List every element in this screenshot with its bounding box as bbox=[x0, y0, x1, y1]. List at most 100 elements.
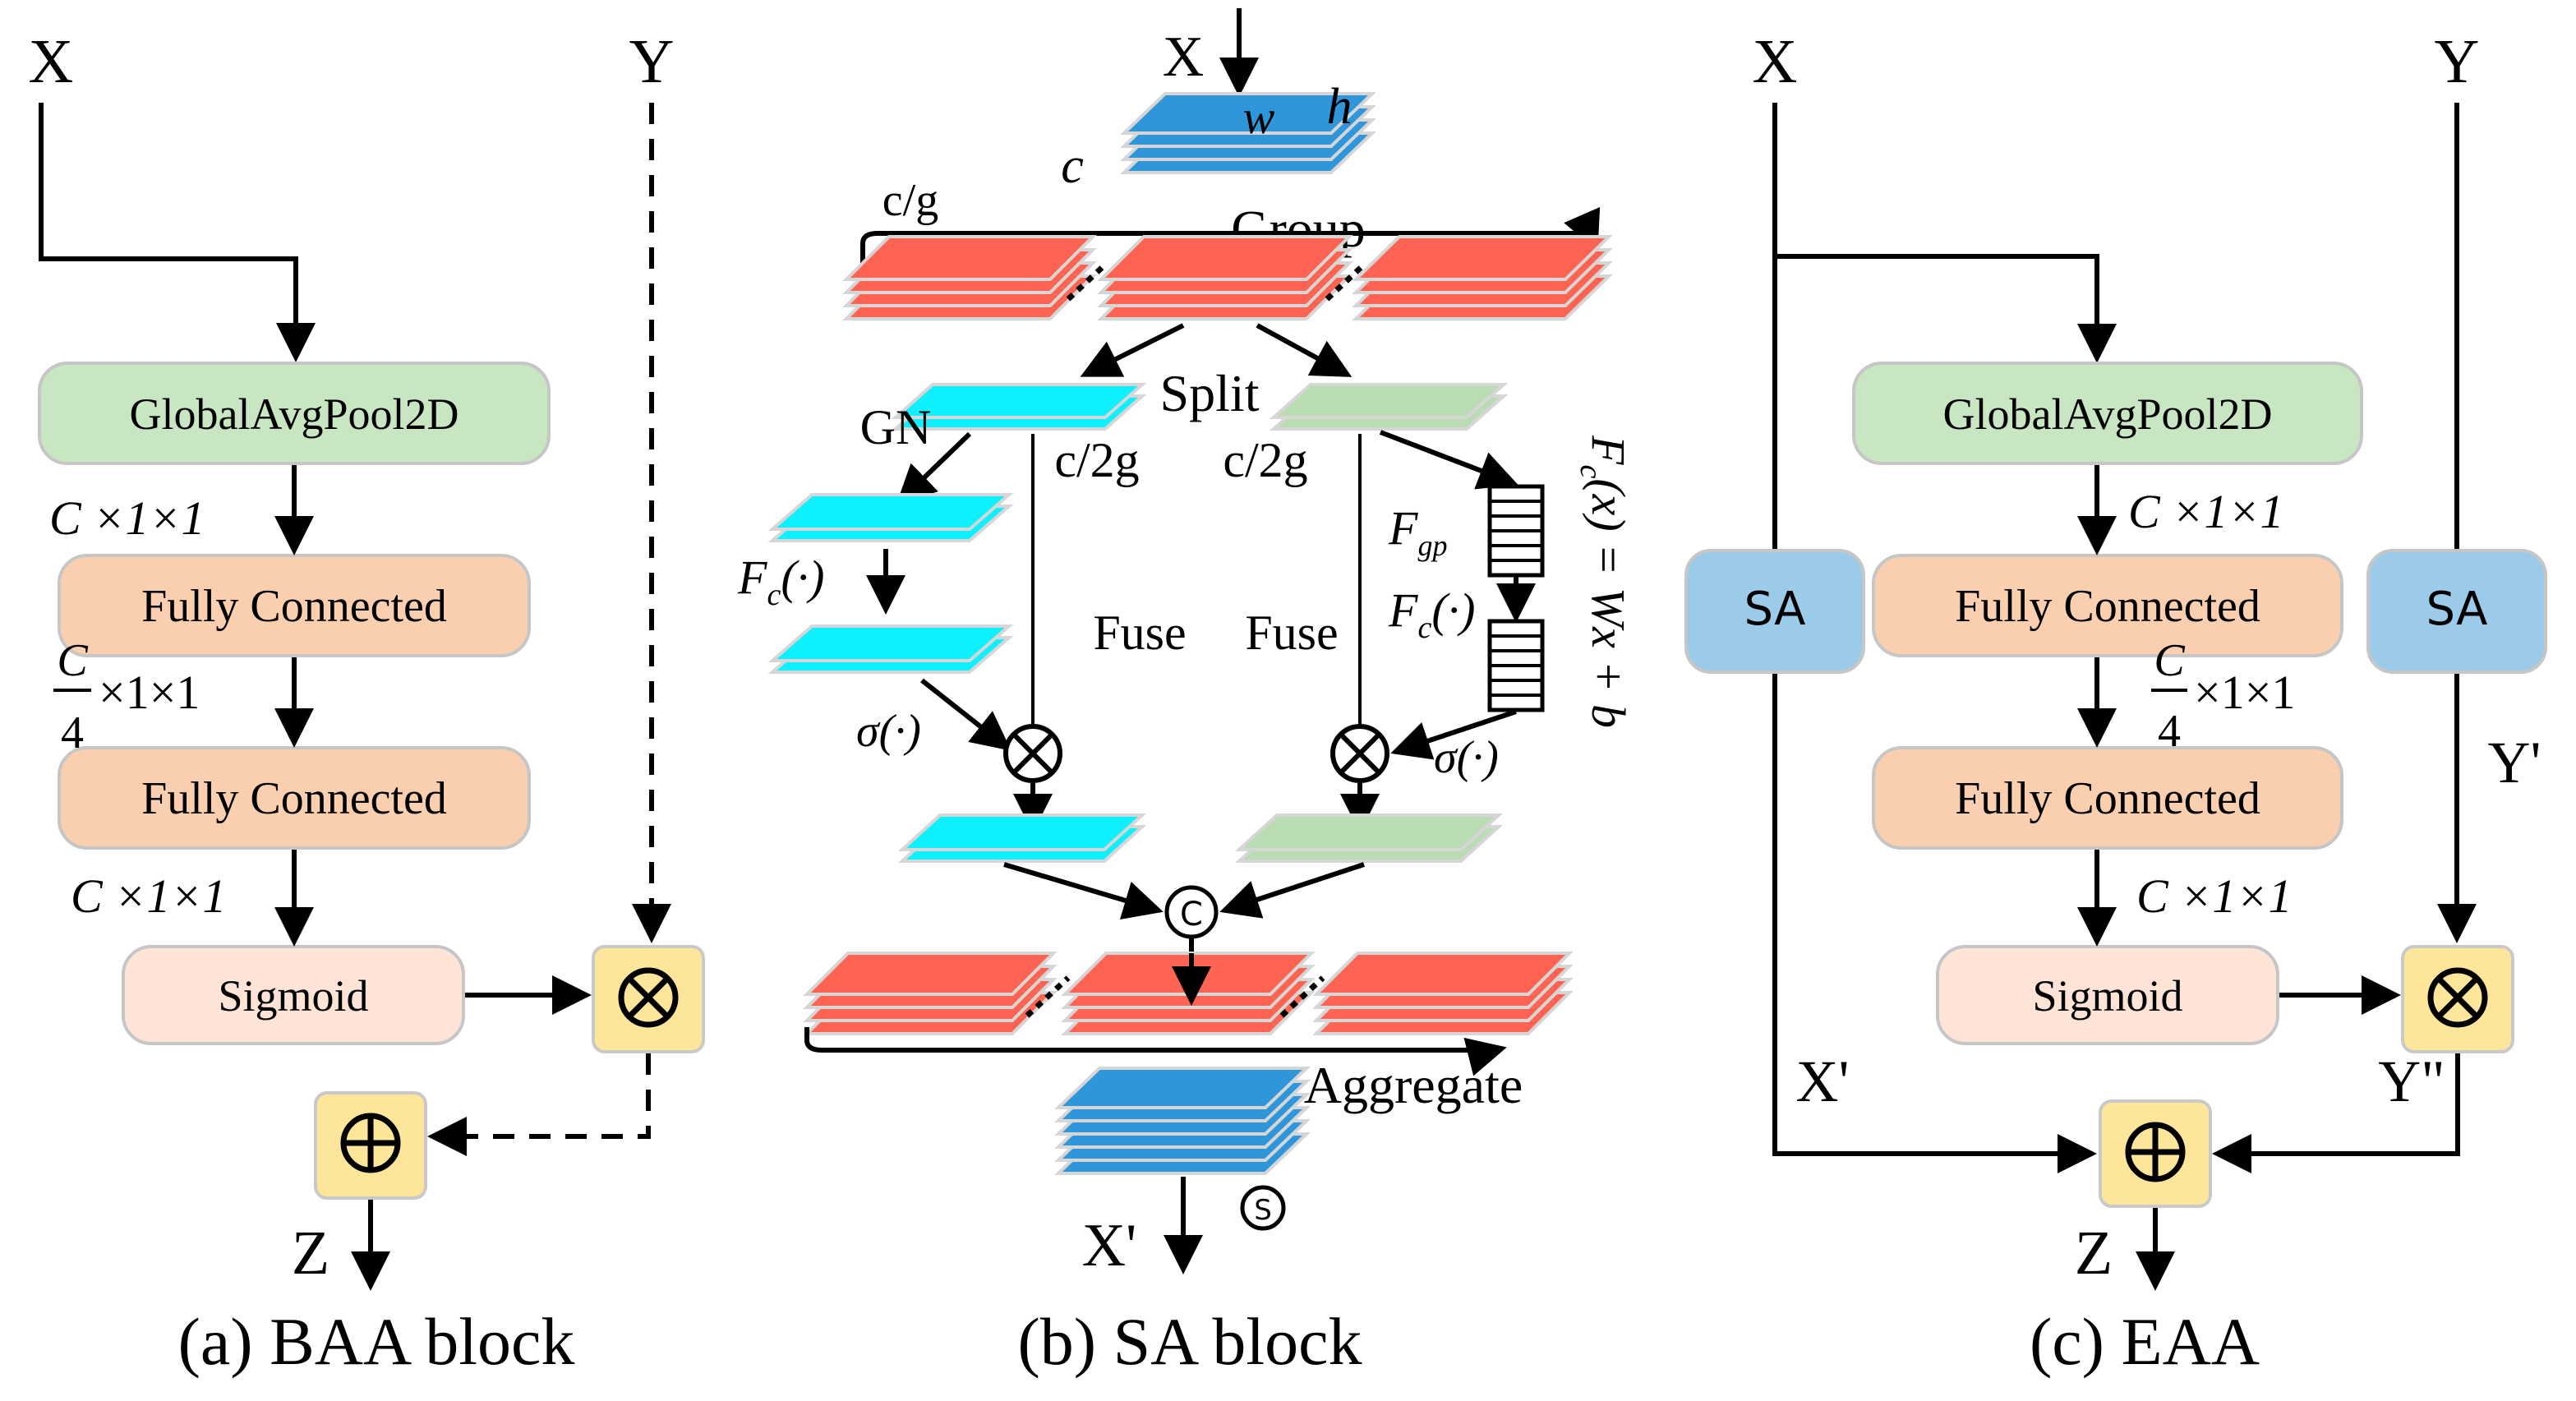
b-fuse-left: Fuse bbox=[1093, 606, 1186, 660]
b-split-left-arrow bbox=[1080, 323, 1185, 377]
b-cyan-plate-out bbox=[897, 813, 1147, 863]
a-x-label: X bbox=[29, 27, 74, 96]
b-input-stack bbox=[1120, 92, 1376, 174]
c-add-icon bbox=[2125, 1122, 2186, 1182]
c-sa-right-text: SA bbox=[2426, 583, 2488, 636]
a-fc1-text: Fully Connected bbox=[141, 581, 447, 632]
c-dim2-den: 4 bbox=[2158, 706, 2181, 757]
c-z-label: Z bbox=[2075, 1219, 2113, 1288]
b-shuffle-text: S bbox=[1254, 1194, 1272, 1227]
b-red-stacks-bottom bbox=[803, 952, 1574, 1035]
c-x-branch bbox=[1775, 254, 2117, 363]
b-concat-left-arrow bbox=[1003, 862, 1164, 920]
a-add-icon bbox=[340, 1113, 401, 1173]
a-y-label: Y bbox=[629, 27, 675, 96]
c-y-dprime-line bbox=[2212, 1053, 2460, 1173]
b-cg-label: c/g bbox=[882, 175, 938, 226]
c-fc1-text: Fully Connected bbox=[1955, 581, 2260, 632]
a-dim2-rest: ×1×1 bbox=[99, 666, 200, 719]
b-split-right-arrow bbox=[1256, 323, 1353, 377]
a-fc2-box bbox=[58, 746, 531, 850]
c-dim1: C ×1×1 bbox=[2128, 485, 2283, 538]
c-y-label: Y bbox=[2435, 27, 2480, 96]
a-pool-box bbox=[38, 362, 551, 465]
a-dim3: C ×1×1 bbox=[71, 869, 226, 923]
b-group-brace bbox=[860, 206, 1601, 265]
a-dim1: C ×1×1 bbox=[49, 491, 205, 545]
b-aggregate-brace bbox=[804, 1027, 1507, 1076]
b-fgp-arrow bbox=[1379, 430, 1518, 490]
a-x-arrow bbox=[39, 103, 316, 362]
c-sigmoid-text: Sigmoid bbox=[2032, 971, 2182, 1021]
a-pool-text: GlobalAvgPool2D bbox=[130, 389, 459, 439]
b-caption: (b) SA block bbox=[1017, 1304, 1362, 1379]
b-out-label: X' bbox=[1082, 1212, 1137, 1279]
b-sigma-left: σ(·) bbox=[856, 706, 921, 757]
a-sigmoid-text: Sigmoid bbox=[218, 971, 368, 1021]
b-c-label: c bbox=[1061, 138, 1084, 194]
b-mult-left-icon bbox=[1003, 724, 1062, 783]
a-caption: (a) BAA block bbox=[178, 1304, 575, 1379]
a-fc1-box bbox=[58, 554, 531, 657]
b-fc-left: Fc(·) bbox=[737, 551, 824, 612]
b-shuffle-icon bbox=[1240, 1185, 1286, 1231]
c-y-dprime-label: Y" bbox=[2378, 1048, 2445, 1114]
c-pool-box bbox=[1852, 362, 2363, 465]
c-sa-right-box bbox=[2366, 549, 2547, 674]
panel-a: X Y GlobalAvgPool2D Fully Connected Full… bbox=[29, 27, 705, 1379]
c-caption: (c) EAA bbox=[2030, 1304, 2260, 1379]
b-red-stacks-top bbox=[842, 235, 1613, 320]
b-cyan-plate-fc bbox=[767, 624, 1014, 674]
b-w-label: w bbox=[1243, 90, 1275, 144]
b-c2g-right: c/2g bbox=[1223, 433, 1307, 487]
b-x-label: X bbox=[1163, 25, 1205, 89]
c-dim3: C ×1×1 bbox=[2136, 869, 2292, 923]
c-pool-text: GlobalAvgPool2D bbox=[1943, 389, 2273, 439]
b-sigma-left-arrow bbox=[920, 678, 1012, 751]
b-fgp-label: Fgp bbox=[1388, 501, 1447, 562]
c-mult-icon bbox=[2427, 967, 2488, 1028]
b-fc-right: Fc(·) bbox=[1388, 583, 1475, 645]
b-green-plate-split bbox=[1269, 383, 1509, 431]
c-dim2-rest: ×1×1 bbox=[2194, 666, 2295, 719]
b-green-plate-out bbox=[1234, 813, 1504, 863]
c-y-prime-label: Y' bbox=[2488, 730, 2541, 795]
a-z-label: Z bbox=[292, 1219, 329, 1288]
b-c2g-left: c/2g bbox=[1054, 433, 1139, 487]
b-concat-text: C bbox=[1180, 896, 1203, 933]
b-mult-right-icon bbox=[1330, 724, 1389, 783]
a-mult-icon bbox=[618, 967, 679, 1028]
b-sigma-right: σ(·) bbox=[1434, 732, 1499, 783]
a-sigmoid-box bbox=[122, 945, 465, 1045]
b-formula: Fc(x) = Wx + b bbox=[1574, 435, 1635, 728]
b-vector-bottom bbox=[1487, 619, 1545, 712]
c-dim2-num: C bbox=[2154, 635, 2185, 686]
b-vector-top bbox=[1487, 484, 1545, 578]
panel-c: X Y SA X' GlobalAvgPool2D Fully Connecte… bbox=[1684, 27, 2547, 1379]
a-dashed-back bbox=[427, 1053, 651, 1156]
c-sa-left-text: SA bbox=[1744, 583, 1806, 636]
b-output-stack bbox=[1054, 1067, 1311, 1175]
b-cyan-plate-gn bbox=[767, 493, 1014, 542]
a-dim2-den: 4 bbox=[61, 707, 84, 758]
b-split-label: Split bbox=[1160, 364, 1260, 422]
b-sigma-right-arrow bbox=[1390, 709, 1517, 760]
c-fc1-box bbox=[1872, 554, 2343, 657]
c-x-prime-label: X' bbox=[1796, 1048, 1850, 1114]
c-x-prime-line bbox=[1772, 674, 2097, 1173]
panel-b: X w h c c/g Group bbox=[737, 8, 1635, 1379]
c-sa-left-box bbox=[1684, 549, 1865, 674]
b-cyan-plate-split bbox=[891, 383, 1147, 431]
b-gn-arrow bbox=[896, 431, 972, 505]
a-dim2-num: C bbox=[57, 635, 88, 686]
b-gn-label: GN bbox=[860, 400, 932, 454]
c-x-label: X bbox=[1753, 27, 1798, 96]
b-aggregate-label: Aggregate bbox=[1304, 1056, 1523, 1114]
c-fc2-box bbox=[1872, 746, 2343, 850]
b-concat-right-arrow bbox=[1219, 862, 1365, 919]
a-fc2-text: Fully Connected bbox=[141, 773, 447, 824]
b-h-label: h bbox=[1327, 79, 1353, 135]
b-fuse-right: Fuse bbox=[1245, 606, 1338, 660]
c-sigmoid-box bbox=[1936, 945, 2279, 1045]
